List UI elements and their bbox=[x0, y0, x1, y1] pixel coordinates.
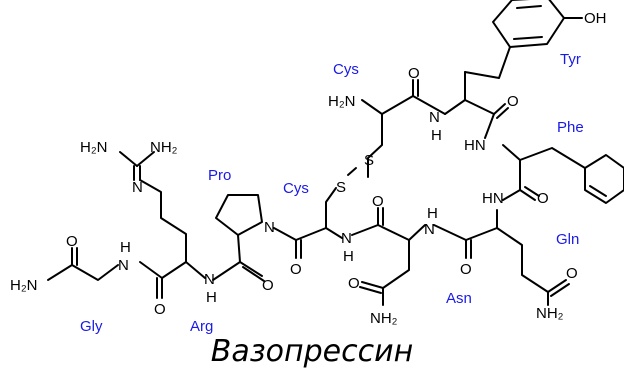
residue-gly: Gly bbox=[80, 318, 103, 335]
atom-hn: HN bbox=[482, 190, 504, 207]
molecule-caption: Вазопрессин bbox=[210, 334, 414, 369]
atom-n: N bbox=[204, 271, 215, 288]
atom-h: H bbox=[427, 205, 438, 222]
atom-o: O bbox=[507, 93, 519, 110]
atom-h2n-cys: H₂N bbox=[328, 93, 356, 110]
atom-o: O bbox=[66, 233, 78, 250]
atom-labels: OH H₂N O N H O HN S S HN O H N O N H O O… bbox=[10, 10, 607, 327]
atom-n: N bbox=[424, 221, 435, 238]
atom-o: O bbox=[348, 275, 360, 292]
atom-o: O bbox=[537, 190, 549, 207]
atom-n: N bbox=[118, 257, 129, 274]
atom-nh2: NH₂ bbox=[150, 139, 178, 156]
atom-h: H bbox=[343, 248, 354, 265]
residue-phe: Phe bbox=[557, 119, 584, 136]
residue-pro: Pro bbox=[208, 167, 231, 184]
atom-nh2: NH₂ bbox=[536, 305, 564, 322]
atom-s: S bbox=[336, 179, 346, 196]
atom-o: O bbox=[408, 65, 420, 82]
residue-cys-2: Cys bbox=[283, 180, 309, 197]
atom-h: H bbox=[120, 239, 131, 256]
residue-asn: Asn bbox=[446, 290, 472, 307]
residue-cys-1: Cys bbox=[333, 61, 359, 78]
residue-labels: Tyr Cys Phe Pro Cys Gln Asn Gly Arg bbox=[80, 51, 584, 335]
atom-s: S bbox=[364, 152, 374, 169]
bonds bbox=[47, 0, 624, 306]
atom-o: O bbox=[372, 193, 384, 210]
atom-o: O bbox=[262, 277, 274, 294]
atom-n: N bbox=[264, 219, 275, 236]
atom-h: H bbox=[431, 127, 442, 144]
atom-o: O bbox=[290, 261, 302, 278]
atom-h2n-gly: H₂N bbox=[10, 277, 38, 294]
residue-gln: Gln bbox=[556, 231, 579, 248]
atom-nh2: NH₂ bbox=[370, 310, 398, 327]
atom-o: O bbox=[460, 261, 472, 278]
atom-h: H bbox=[206, 289, 217, 306]
residue-arg: Arg bbox=[190, 318, 213, 335]
atom-n: N bbox=[132, 179, 143, 196]
atom-o: O bbox=[566, 265, 578, 282]
residue-tyr: Tyr bbox=[560, 51, 581, 68]
atom-o: O bbox=[154, 301, 166, 318]
atom-oh: OH bbox=[584, 10, 607, 27]
atom-n: N bbox=[429, 109, 440, 126]
atom-n: N bbox=[341, 230, 352, 247]
atom-h2n: H₂N bbox=[80, 139, 108, 156]
atom-hn: HN bbox=[464, 137, 486, 154]
vasopressin-structure: OH H₂N O N H O HN S S HN O H N O N H O O… bbox=[10, 0, 624, 335]
